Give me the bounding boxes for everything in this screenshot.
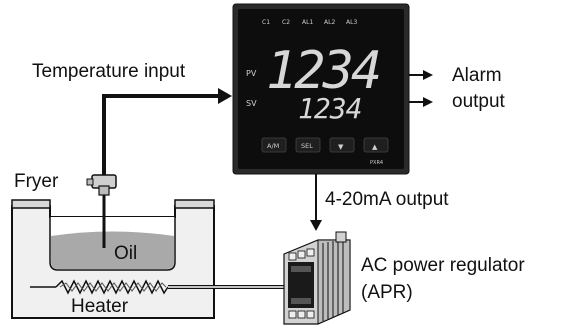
sel-key: [295, 137, 321, 153]
down-key-label: ▼: [338, 143, 344, 151]
current-output-label: 4-20mA output: [325, 189, 449, 210]
status-tag-2: C2: [282, 19, 290, 26]
apr-label-line2: (APR): [361, 282, 413, 303]
sel-key-label: SEL: [301, 142, 313, 150]
ac-power-regulator: [283, 231, 351, 325]
temperature-input-arrow: [218, 88, 232, 104]
fryer-tank: [11, 199, 215, 319]
temperature-input-wire: [102, 94, 218, 175]
am-key: [261, 137, 287, 153]
am-key-label: A/M: [267, 142, 279, 150]
status-tag-1: C1: [262, 19, 270, 26]
pv-display: 1234: [266, 41, 379, 101]
sv-display: 1234: [298, 92, 361, 125]
pv-tag: PV: [246, 69, 257, 78]
up-key: [363, 137, 389, 153]
alarm-output-label-line2: output: [452, 91, 505, 112]
alarm-output-label-line1: Alarm: [452, 65, 502, 86]
controller-keypad: A/M SEL ▼ ▲: [261, 137, 389, 153]
up-key-label: ▲: [372, 143, 378, 151]
heater-label: Heater: [71, 296, 129, 317]
temperature-input-label: Temperature input: [32, 61, 186, 82]
status-tag-3: AL1: [302, 19, 313, 26]
temperature-sensor: [86, 174, 117, 248]
temperature-controller: C1 C2 AL1 AL2 AL3 PV 1234 SV 1234 A/M SE…: [232, 3, 410, 175]
oil-fill: [51, 231, 174, 269]
status-tag-4: AL2: [324, 19, 335, 26]
controller-model: PXR4: [370, 160, 383, 166]
fryer-label: Fryer: [14, 171, 59, 192]
status-tag-5: AL3: [346, 19, 357, 26]
down-key: [329, 137, 355, 153]
heater-coil: [55, 279, 169, 295]
sv-tag: SV: [246, 99, 257, 108]
oil-label: Oil: [114, 243, 138, 264]
apr-label-line1: AC power regulator: [361, 255, 525, 276]
